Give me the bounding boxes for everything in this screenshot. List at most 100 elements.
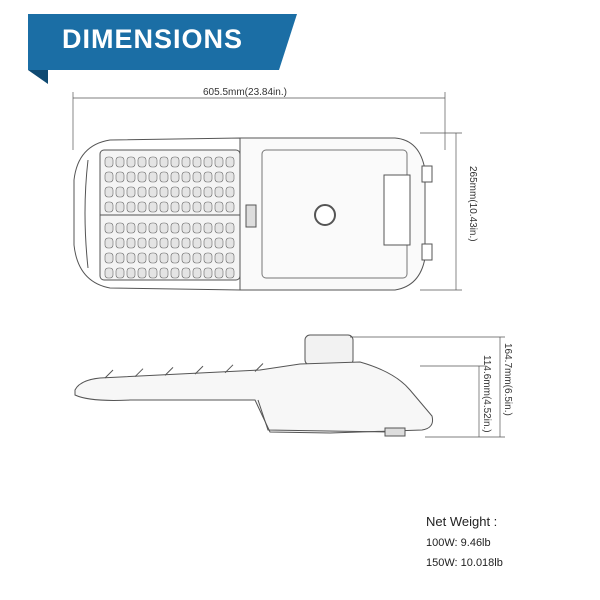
led-lens [181, 186, 191, 198]
led-lens [192, 237, 202, 249]
led-lens [159, 267, 169, 279]
led-lens [192, 267, 202, 279]
led-lens [181, 237, 191, 249]
led-lens [104, 201, 114, 213]
led-lens [225, 201, 235, 213]
led-lens [115, 186, 125, 198]
led-lens [170, 171, 180, 183]
led-lens [214, 237, 224, 249]
led-lens [159, 156, 169, 168]
width-label: 265mm(10.43in.) [467, 166, 478, 242]
led-lens [170, 186, 180, 198]
led-lens [192, 252, 202, 264]
led-lens [148, 171, 158, 183]
led-lens [115, 201, 125, 213]
led-lens [104, 186, 114, 198]
led-lens [214, 267, 224, 279]
heatsink-fin [164, 367, 174, 376]
length-label: 605.5mm(23.84in.) [203, 87, 287, 98]
led-lens [192, 171, 202, 183]
led-lens [137, 156, 147, 168]
banner-title: DIMENSIONS [62, 24, 244, 54]
led-lens [137, 237, 147, 249]
led-lens [159, 171, 169, 183]
led-lens [159, 186, 169, 198]
led-lens [203, 201, 213, 213]
led-lens [159, 222, 169, 234]
led-lens [137, 171, 147, 183]
led-lens [137, 201, 147, 213]
led-lens [159, 201, 169, 213]
led-lens [148, 222, 158, 234]
led-lens [214, 186, 224, 198]
led-lens [137, 267, 147, 279]
led-lens [148, 267, 158, 279]
led-lens [126, 267, 136, 279]
heatsink-fins [104, 363, 264, 379]
led-lens [225, 252, 235, 264]
length-dimension-lines [72, 92, 462, 291]
led-lens [181, 201, 191, 213]
led-lens [181, 156, 191, 168]
led-lens [115, 237, 125, 249]
led-lens [148, 237, 158, 249]
led-lens [203, 171, 213, 183]
led-lens [203, 237, 213, 249]
led-lens [225, 156, 235, 168]
led-lens [115, 171, 125, 183]
led-lens [225, 267, 235, 279]
led-lens [225, 186, 235, 198]
led-lens [203, 156, 213, 168]
led-lens [104, 237, 114, 249]
led-lens [115, 156, 125, 168]
led-lens [170, 222, 180, 234]
led-lens [148, 252, 158, 264]
led-lens [225, 171, 235, 183]
led-lens [181, 252, 191, 264]
banner-shape [28, 14, 297, 70]
side-view-drawing [74, 334, 433, 437]
heatsink-fin [194, 365, 204, 375]
led-lens [159, 252, 169, 264]
led-lens [192, 156, 202, 168]
led-lens [137, 186, 147, 198]
led-module-grid [104, 156, 235, 279]
weight-150w: 150W: 10.018lb [426, 557, 503, 569]
led-lens [159, 237, 169, 249]
led-lens [192, 201, 202, 213]
body-height-label: 114.6mm(4.52in.) [481, 355, 492, 433]
weight-100w: 100W: 9.46lb [426, 537, 491, 549]
led-lens [203, 222, 213, 234]
led-lens [115, 267, 125, 279]
heatsink-fin [134, 368, 144, 378]
led-lens [203, 252, 213, 264]
led-lens [104, 222, 114, 234]
led-lens [170, 201, 180, 213]
led-lens [214, 201, 224, 213]
heatsink-fin [254, 363, 264, 372]
led-lens [214, 222, 224, 234]
led-lens [137, 252, 147, 264]
net-weight-title: Net Weight : [426, 514, 498, 529]
led-lens [181, 171, 191, 183]
led-lens [214, 171, 224, 183]
total-height-label: 164.7mm(6.5in.) [502, 343, 513, 416]
led-lens [170, 267, 180, 279]
led-lens [214, 156, 224, 168]
led-lens [104, 156, 114, 168]
led-lens [126, 222, 136, 234]
led-lens [104, 171, 114, 183]
led-lens [126, 156, 136, 168]
led-lens [225, 237, 235, 249]
led-lens [225, 222, 235, 234]
heatsink-fin [224, 364, 234, 374]
led-lens [170, 252, 180, 264]
led-lens [126, 186, 136, 198]
led-lens [170, 237, 180, 249]
led-lens [203, 186, 213, 198]
led-lens [137, 222, 147, 234]
led-lens [170, 156, 180, 168]
led-lens [181, 222, 191, 234]
led-lens [126, 252, 136, 264]
led-lens [115, 252, 125, 264]
